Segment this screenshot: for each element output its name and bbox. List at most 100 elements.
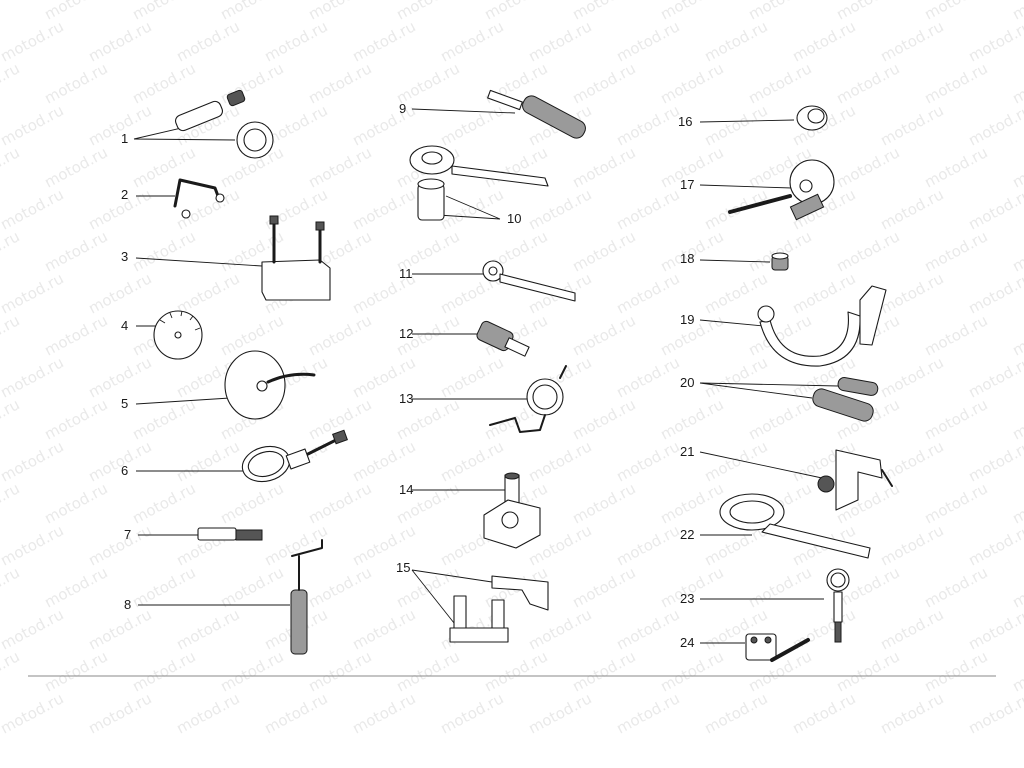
watermark-text: motod.ru (657, 395, 726, 443)
watermark-text: motod.ru (305, 311, 374, 359)
watermark-text: motod.ru (877, 185, 946, 233)
watermark-text: motod.ru (85, 269, 154, 317)
watermark-text: motod.ru (965, 521, 1024, 569)
watermark-text: motod.ru (173, 269, 242, 317)
watermark-text: motod.ru (921, 479, 990, 527)
watermark-text: motod.ru (525, 605, 594, 653)
watermark-text: motod.ru (0, 353, 67, 401)
watermark-text: motod.ru (173, 605, 242, 653)
watermark-text: motod.ru (921, 59, 990, 107)
watermark-text: motod.ru (569, 227, 638, 275)
watermark-text: motod.ru (613, 605, 682, 653)
tool-14-bearing-tool: 14 (399, 472, 541, 549)
callout-8: 8 (124, 597, 131, 612)
watermark-text: motod.ru (349, 437, 418, 485)
watermark-text: motod.ru (613, 437, 682, 485)
watermark-text: motod.ru (0, 59, 23, 107)
callout-13: 13 (399, 391, 413, 406)
watermark-text: motod.ru (261, 521, 330, 569)
watermark-text: motod.ru (701, 353, 770, 401)
watermark-text: motod.ru (305, 479, 374, 527)
watermark-text: motod.ru (613, 101, 682, 149)
watermark-text: motod.ru (569, 563, 638, 611)
callout-14: 14 (399, 482, 413, 497)
watermark-text: motod.ru (833, 59, 902, 107)
watermark-text: motod.ru (217, 647, 286, 695)
watermark-text: motod.ru (657, 59, 726, 107)
callout-24: 24 (680, 635, 694, 650)
watermark-text: motod.ru (613, 353, 682, 401)
watermark-text: motod.ru (437, 353, 506, 401)
watermark-text: motod.ru (173, 437, 242, 485)
watermark-text: motod.ru (437, 437, 506, 485)
tool-11-pin-spanner: 11 (399, 260, 576, 302)
watermark-text: motod.ru (41, 227, 110, 275)
callout-18: 18 (680, 251, 694, 266)
tool-18-nut-adapter: 18 (680, 251, 789, 271)
watermark-text: motod.ru (745, 395, 814, 443)
tool-6-oil-filter-wrench: 6 (121, 429, 348, 483)
callout-17: 17 (680, 177, 694, 192)
tool-15-gauge-plates: 15 (396, 560, 549, 643)
watermark-text: motod.ru (0, 395, 23, 443)
watermark-text: motod.ru (41, 395, 110, 443)
watermark-text: motod.ru (613, 17, 682, 65)
watermark-text: motod.ru (85, 689, 154, 737)
watermark-text: motod.ru (217, 479, 286, 527)
watermark-text: motod.ru (877, 101, 946, 149)
watermark-text: motod.ru (965, 101, 1024, 149)
tool-12-knurled-pin: 12 (399, 320, 530, 357)
watermark-text: motod.ru (41, 563, 110, 611)
callout-22: 22 (680, 527, 694, 542)
watermark-text: motod.ru (349, 17, 418, 65)
watermark-text: motod.ru (1009, 311, 1024, 359)
watermark-text: motod.ru (1009, 479, 1024, 527)
watermark-text: motod.ru (569, 395, 638, 443)
watermark-text: motod.ru (349, 689, 418, 737)
tool-9-driver: 9 (399, 89, 586, 139)
callout-20: 20 (680, 375, 694, 390)
callout-10: 10 (507, 211, 521, 226)
tool-24-valve-tool: 24 (680, 633, 810, 662)
watermark-text: motod.ru (349, 605, 418, 653)
watermark-text: motod.ru (657, 647, 726, 695)
watermark-text: motod.ru (85, 437, 154, 485)
watermark-text: motod.ru (877, 521, 946, 569)
watermark-text: motod.ru (305, 59, 374, 107)
watermark-text: motod.ru (85, 521, 154, 569)
watermark-text: motod.ru (41, 647, 110, 695)
watermark-text: motod.ru (437, 17, 506, 65)
callout-11: 11 (399, 266, 413, 281)
watermark-text: motod.ru (85, 17, 154, 65)
watermark-text: motod.ru (701, 17, 770, 65)
watermark-text: motod.ru (0, 479, 23, 527)
tool-10-spanner-and-socket: 10 (409, 145, 549, 226)
tool-23-compression-gauge: 23 (680, 568, 850, 643)
watermark-text: motod.ru (41, 143, 110, 191)
callout-3: 3 (121, 249, 128, 264)
watermark-text: motod.ru (261, 689, 330, 737)
watermark-text: motod.ru (305, 143, 374, 191)
watermark-text: motod.ru (965, 353, 1024, 401)
callout-1: 1 (121, 131, 128, 146)
watermark-text: motod.ru (129, 227, 198, 275)
watermark-text: motod.ru (833, 143, 902, 191)
watermark-text: motod.ru (437, 185, 506, 233)
watermark-text: motod.ru (613, 689, 682, 737)
watermark-text: motod.ru (0, 227, 23, 275)
watermark-text: motod.ru (305, 647, 374, 695)
watermark-text: motod.ru (0, 185, 67, 233)
tool-4-degree-disc: 4 (121, 310, 203, 360)
watermark-text: motod.ru (349, 101, 418, 149)
tool-13-dial-gauge-holder: 13 (399, 365, 567, 433)
callout-9: 9 (399, 101, 406, 116)
watermark-text: motod.ru (789, 689, 858, 737)
tool-21-angle-bracket: 21 (680, 444, 893, 511)
watermark-text: motod.ru (41, 479, 110, 527)
watermark-text: motod.ru (437, 689, 506, 737)
watermark-text: motod.ru (217, 563, 286, 611)
watermark-text: motod.ru (481, 647, 550, 695)
watermark-text: motod.ru (569, 311, 638, 359)
